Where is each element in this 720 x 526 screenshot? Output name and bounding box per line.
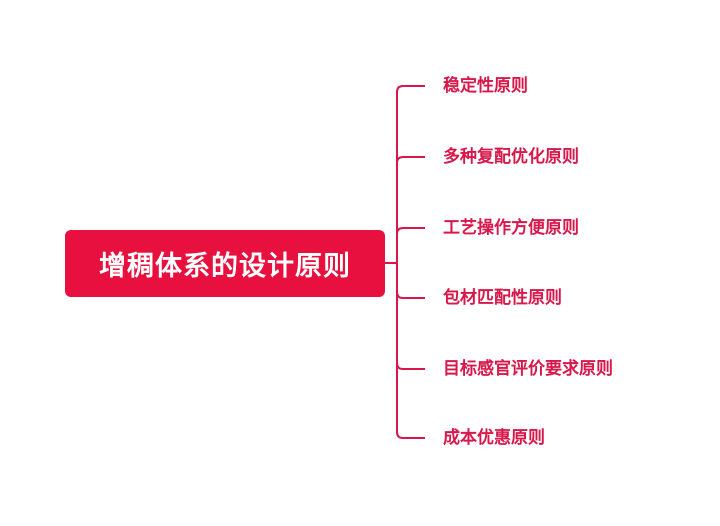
root-node[interactable]: 增稠体系的设计原则	[65, 230, 385, 297]
root-label: 增稠体系的设计原则	[99, 251, 351, 282]
branch-node[interactable]: 工艺操作方便原则	[443, 218, 579, 238]
branch-connector	[396, 362, 425, 370]
branch-node[interactable]: 稳定性原则	[443, 76, 528, 96]
branch-node[interactable]: 目标感官评价要求原则	[443, 359, 613, 379]
branch-connector	[396, 156, 425, 164]
branch-node[interactable]: 包材匹配性原则	[443, 288, 562, 308]
branch-node[interactable]: 成本优惠原则	[443, 428, 545, 448]
branch-connector	[396, 227, 425, 235]
trunk-line	[396, 85, 425, 439]
branch-node[interactable]: 多种复配优化原则	[443, 147, 579, 167]
branch-connector	[396, 291, 425, 299]
